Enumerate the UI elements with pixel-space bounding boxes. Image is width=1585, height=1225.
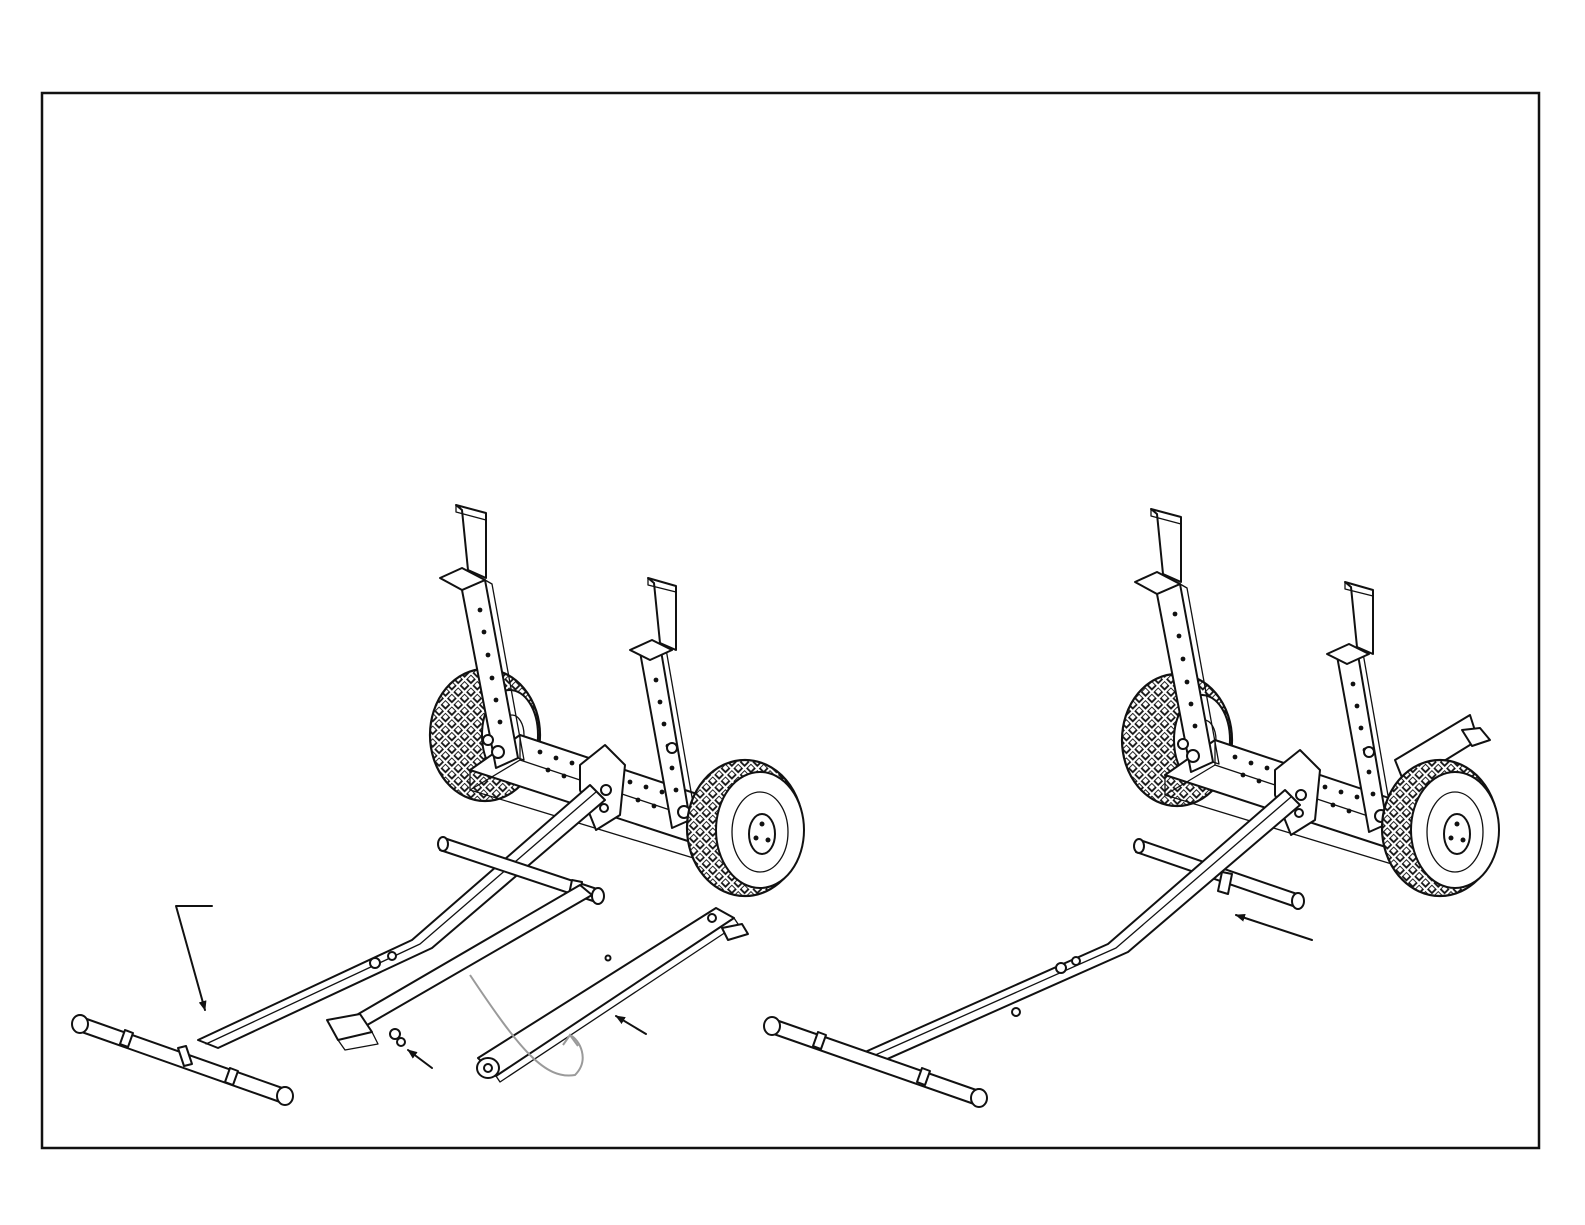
front-wheel-right <box>687 760 804 896</box>
pull-pin <box>390 1029 405 1046</box>
insert-direction-arrow <box>1236 915 1312 940</box>
front-wheel-right-assembled <box>1382 760 1499 896</box>
view-after-assembly <box>764 509 1499 1107</box>
callout-leader-pin <box>408 1050 432 1068</box>
callout-leader-bar <box>616 1016 646 1034</box>
view-before-assembly <box>72 505 804 1105</box>
tow-handle-assembled <box>764 790 1300 1107</box>
callout-leader-handle <box>176 906 212 1010</box>
drawing-border <box>42 93 1539 1148</box>
